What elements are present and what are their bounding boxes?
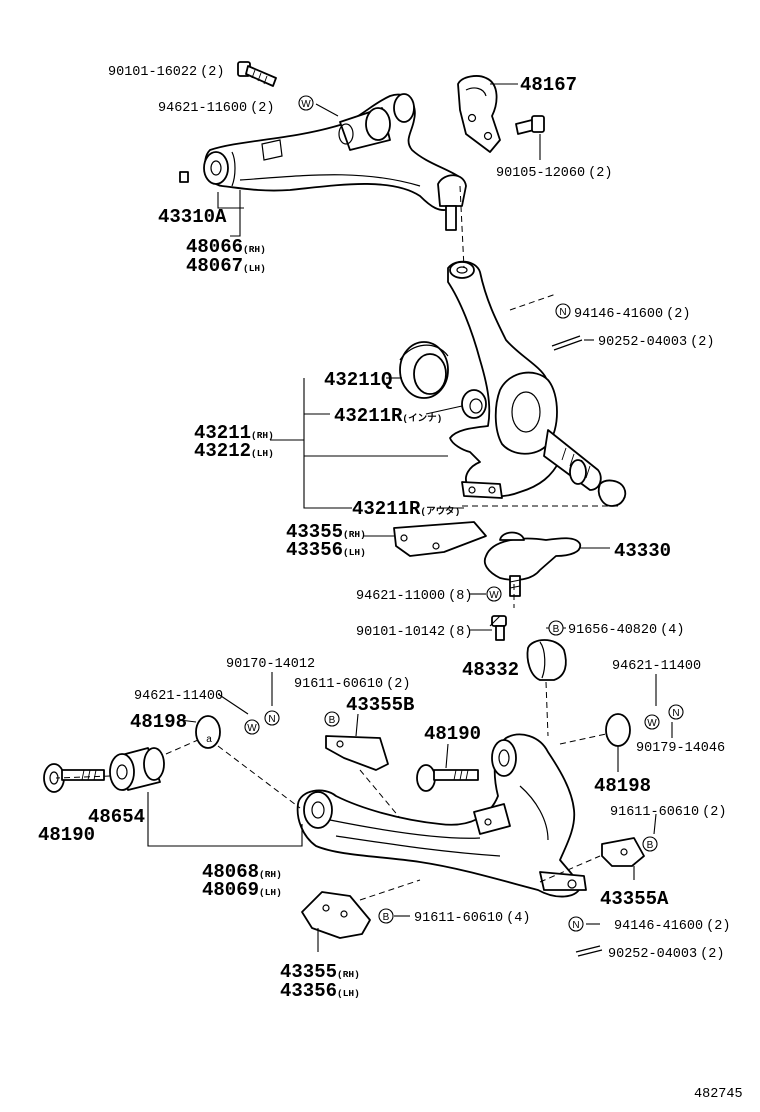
label-43211R-inner: 43211R(インナ) — [334, 405, 442, 427]
label-48190-left: 48190 — [38, 824, 95, 846]
label-90170-14012: 90170-14012 — [226, 657, 315, 672]
assembly-dashed-lines — [55, 185, 620, 901]
label-43356-upper: 43356(LH) — [286, 539, 366, 561]
label-48198-right: 48198 — [594, 775, 651, 797]
mark-w-1: W — [298, 95, 314, 111]
mark-n-1: N — [555, 303, 571, 319]
label-94146-41600-upper: 94146-41600(2) — [574, 307, 690, 322]
diagram-id: 482745 — [694, 1087, 743, 1102]
svg-text:N: N — [672, 708, 679, 719]
svg-text:B: B — [329, 715, 336, 726]
shield-43355-upper-drawing — [364, 521, 487, 557]
svg-text:W: W — [647, 718, 657, 729]
mark-w-4: W — [644, 714, 660, 730]
label-91611-60610-right: 91611-60610(2) — [610, 805, 726, 820]
label-43211Q: 43211Q — [324, 369, 392, 391]
label-94621-11600: 94621-11600(2) — [158, 101, 274, 116]
mark-b-3: B — [642, 836, 658, 852]
label-43211: 43211(RH) — [194, 422, 274, 444]
label-48198-left: 48198 — [130, 711, 187, 733]
bolt-90101-16022-drawing — [237, 61, 277, 87]
svg-text:W: W — [247, 723, 257, 734]
label-43330: 43330 — [614, 540, 671, 562]
part-labels: 90101-16022(2) 48167 94621-11600(2) 9010… — [38, 65, 743, 1102]
bushing-48654-drawing — [109, 747, 165, 791]
label-90105-12060: 90105-12060(2) — [496, 166, 612, 181]
label-43355A: 43355A — [600, 888, 669, 910]
leader-lines — [147, 190, 673, 925]
label-91611-60610-lower: 91611-60610(4) — [414, 911, 530, 926]
oil-seal-43211Q-drawing — [386, 341, 449, 399]
shield-43355A-drawing — [601, 837, 645, 880]
cam-plate-48198-right-drawing — [605, 713, 631, 772]
label-48068: 48068(RH) — [202, 861, 282, 883]
cam-plate-48198-left-drawing — [179, 715, 221, 749]
cotter-pin-upper-drawing — [551, 335, 594, 351]
cotter-pin-lower-drawing — [575, 945, 603, 957]
svg-text:W: W — [489, 590, 499, 601]
svg-text:N: N — [572, 920, 579, 931]
mark-w-3: W — [244, 719, 260, 735]
mark-n-4: N — [568, 916, 584, 932]
label-43355-lower: 43355(RH) — [280, 961, 360, 983]
label-90252-04003-upper: 90252-04003(2) — [598, 335, 714, 350]
label-90179-14046: 90179-14046 — [636, 741, 725, 756]
label-90252-04003-lower: 90252-04003(2) — [608, 947, 724, 962]
bracket-48167-drawing — [457, 75, 518, 153]
label-94621-11000: 94621-11000(8) — [356, 589, 472, 604]
label-43310A: 43310A — [158, 206, 227, 228]
label-48190-mid: 48190 — [424, 723, 481, 745]
ball-joint-43330-drawing — [483, 531, 610, 597]
cam-bolt-48190-left-drawing — [43, 763, 105, 793]
label-48069: 48069(LH) — [202, 879, 282, 901]
label-90101-16022: 90101-16022(2) — [108, 65, 224, 80]
svg-text:B: B — [553, 624, 560, 635]
label-43355-upper: 43355(RH) — [286, 521, 366, 543]
label-94621-11400-left: 94621-11400 — [134, 689, 223, 704]
mark-n-2: N — [264, 710, 280, 726]
mark-n-3: N — [668, 704, 684, 720]
label-94146-41600-lower: 94146-41600(2) — [614, 919, 730, 934]
svg-text:a: a — [206, 734, 212, 745]
label-48167: 48167 — [520, 74, 577, 96]
label-48654: 48654 — [88, 806, 145, 828]
mark-w-2: W — [486, 586, 502, 602]
label-43356-lower: 43356(LH) — [280, 980, 360, 1002]
label-43355B: 43355B — [346, 694, 414, 716]
label-91656-40820: 91656-40820(4) — [568, 623, 684, 638]
cam-bolt-48190-mid-drawing — [416, 743, 479, 792]
bolt-90101-10142-drawing — [470, 593, 507, 641]
svg-text:B: B — [383, 912, 390, 923]
lower-arm-48068-drawing — [296, 733, 587, 898]
label-43212: 43212(LH) — [194, 440, 274, 462]
svg-text:B: B — [647, 840, 654, 851]
mark-b-2: B — [324, 711, 340, 727]
label-91611-60610-mid: 91611-60610(2) — [294, 677, 410, 692]
label-48066: 48066(RH) — [186, 236, 266, 258]
label-48067: 48067(LH) — [186, 255, 266, 277]
label-90101-10142: 90101-10142(8) — [356, 625, 472, 640]
bearing-inner-drawing — [425, 389, 487, 419]
shield-43355-lower-drawing — [301, 891, 371, 952]
mark-b-1: B — [548, 620, 564, 636]
mark-a: a — [206, 734, 212, 745]
svg-text:W: W — [301, 99, 311, 110]
label-43211R-outer: 43211R(アウタ) — [352, 498, 460, 520]
svg-text:N: N — [268, 714, 275, 725]
bumper-stopper-48332-drawing — [526, 627, 567, 681]
bolt-90105-12060-drawing — [515, 115, 545, 160]
svg-text:N: N — [559, 307, 566, 318]
upper-arm-48066-drawing — [179, 93, 467, 231]
mark-b-4: B — [378, 908, 394, 924]
label-94621-11400-right: 94621-11400 — [612, 659, 701, 674]
shield-43355B-drawing — [325, 713, 389, 771]
steering-knuckle-43211-drawing — [447, 260, 627, 507]
label-48332: 48332 — [462, 659, 519, 681]
